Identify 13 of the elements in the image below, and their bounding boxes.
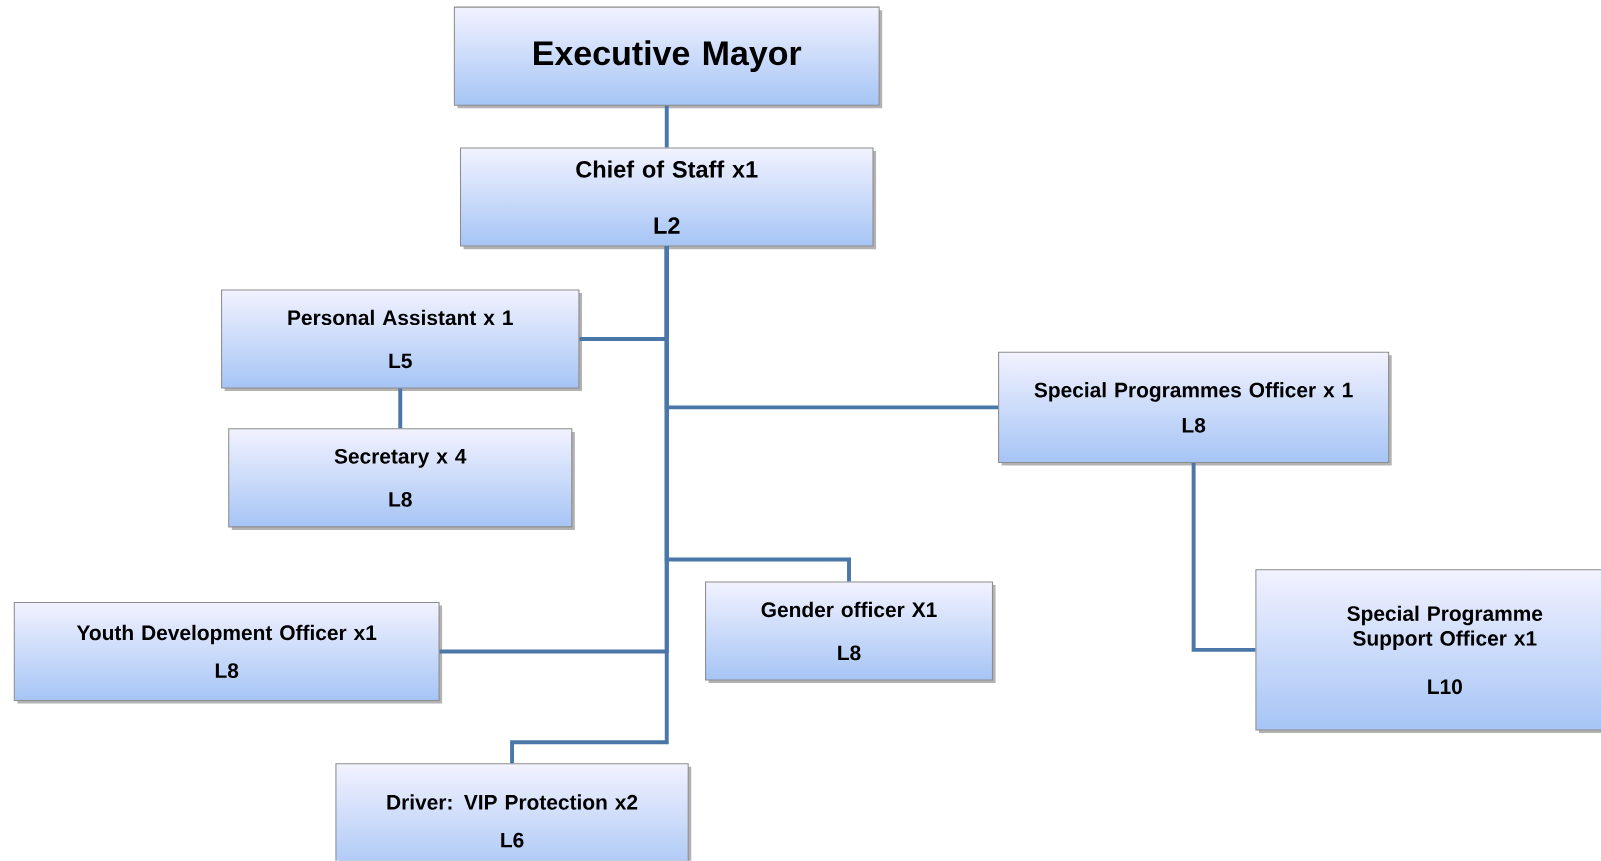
position-box: Personal Assistant x 1 L5 [221, 289, 582, 392]
connector-line [1191, 463, 1256, 652]
title-box: Executive Mayor [453, 6, 883, 109]
connector-line [664, 105, 669, 148]
connector-line [398, 388, 403, 429]
position-box: Special Programme Support Officer x1 L10 [1255, 569, 1601, 734]
position-box: Secretary x 4 L8 [228, 428, 575, 531]
position-box: Special Programmes Officer x 1 L8 [998, 351, 1392, 466]
connector-line [510, 246, 669, 764]
position-box: Gender officer X1 L8 [705, 581, 996, 684]
position-box: Driver: VIP Protection x2 L6 [335, 763, 692, 861]
position-box: Youth Development Officer x1 L8 [13, 602, 443, 704]
position-box: Chief of Staff x1 L2 [460, 147, 877, 250]
